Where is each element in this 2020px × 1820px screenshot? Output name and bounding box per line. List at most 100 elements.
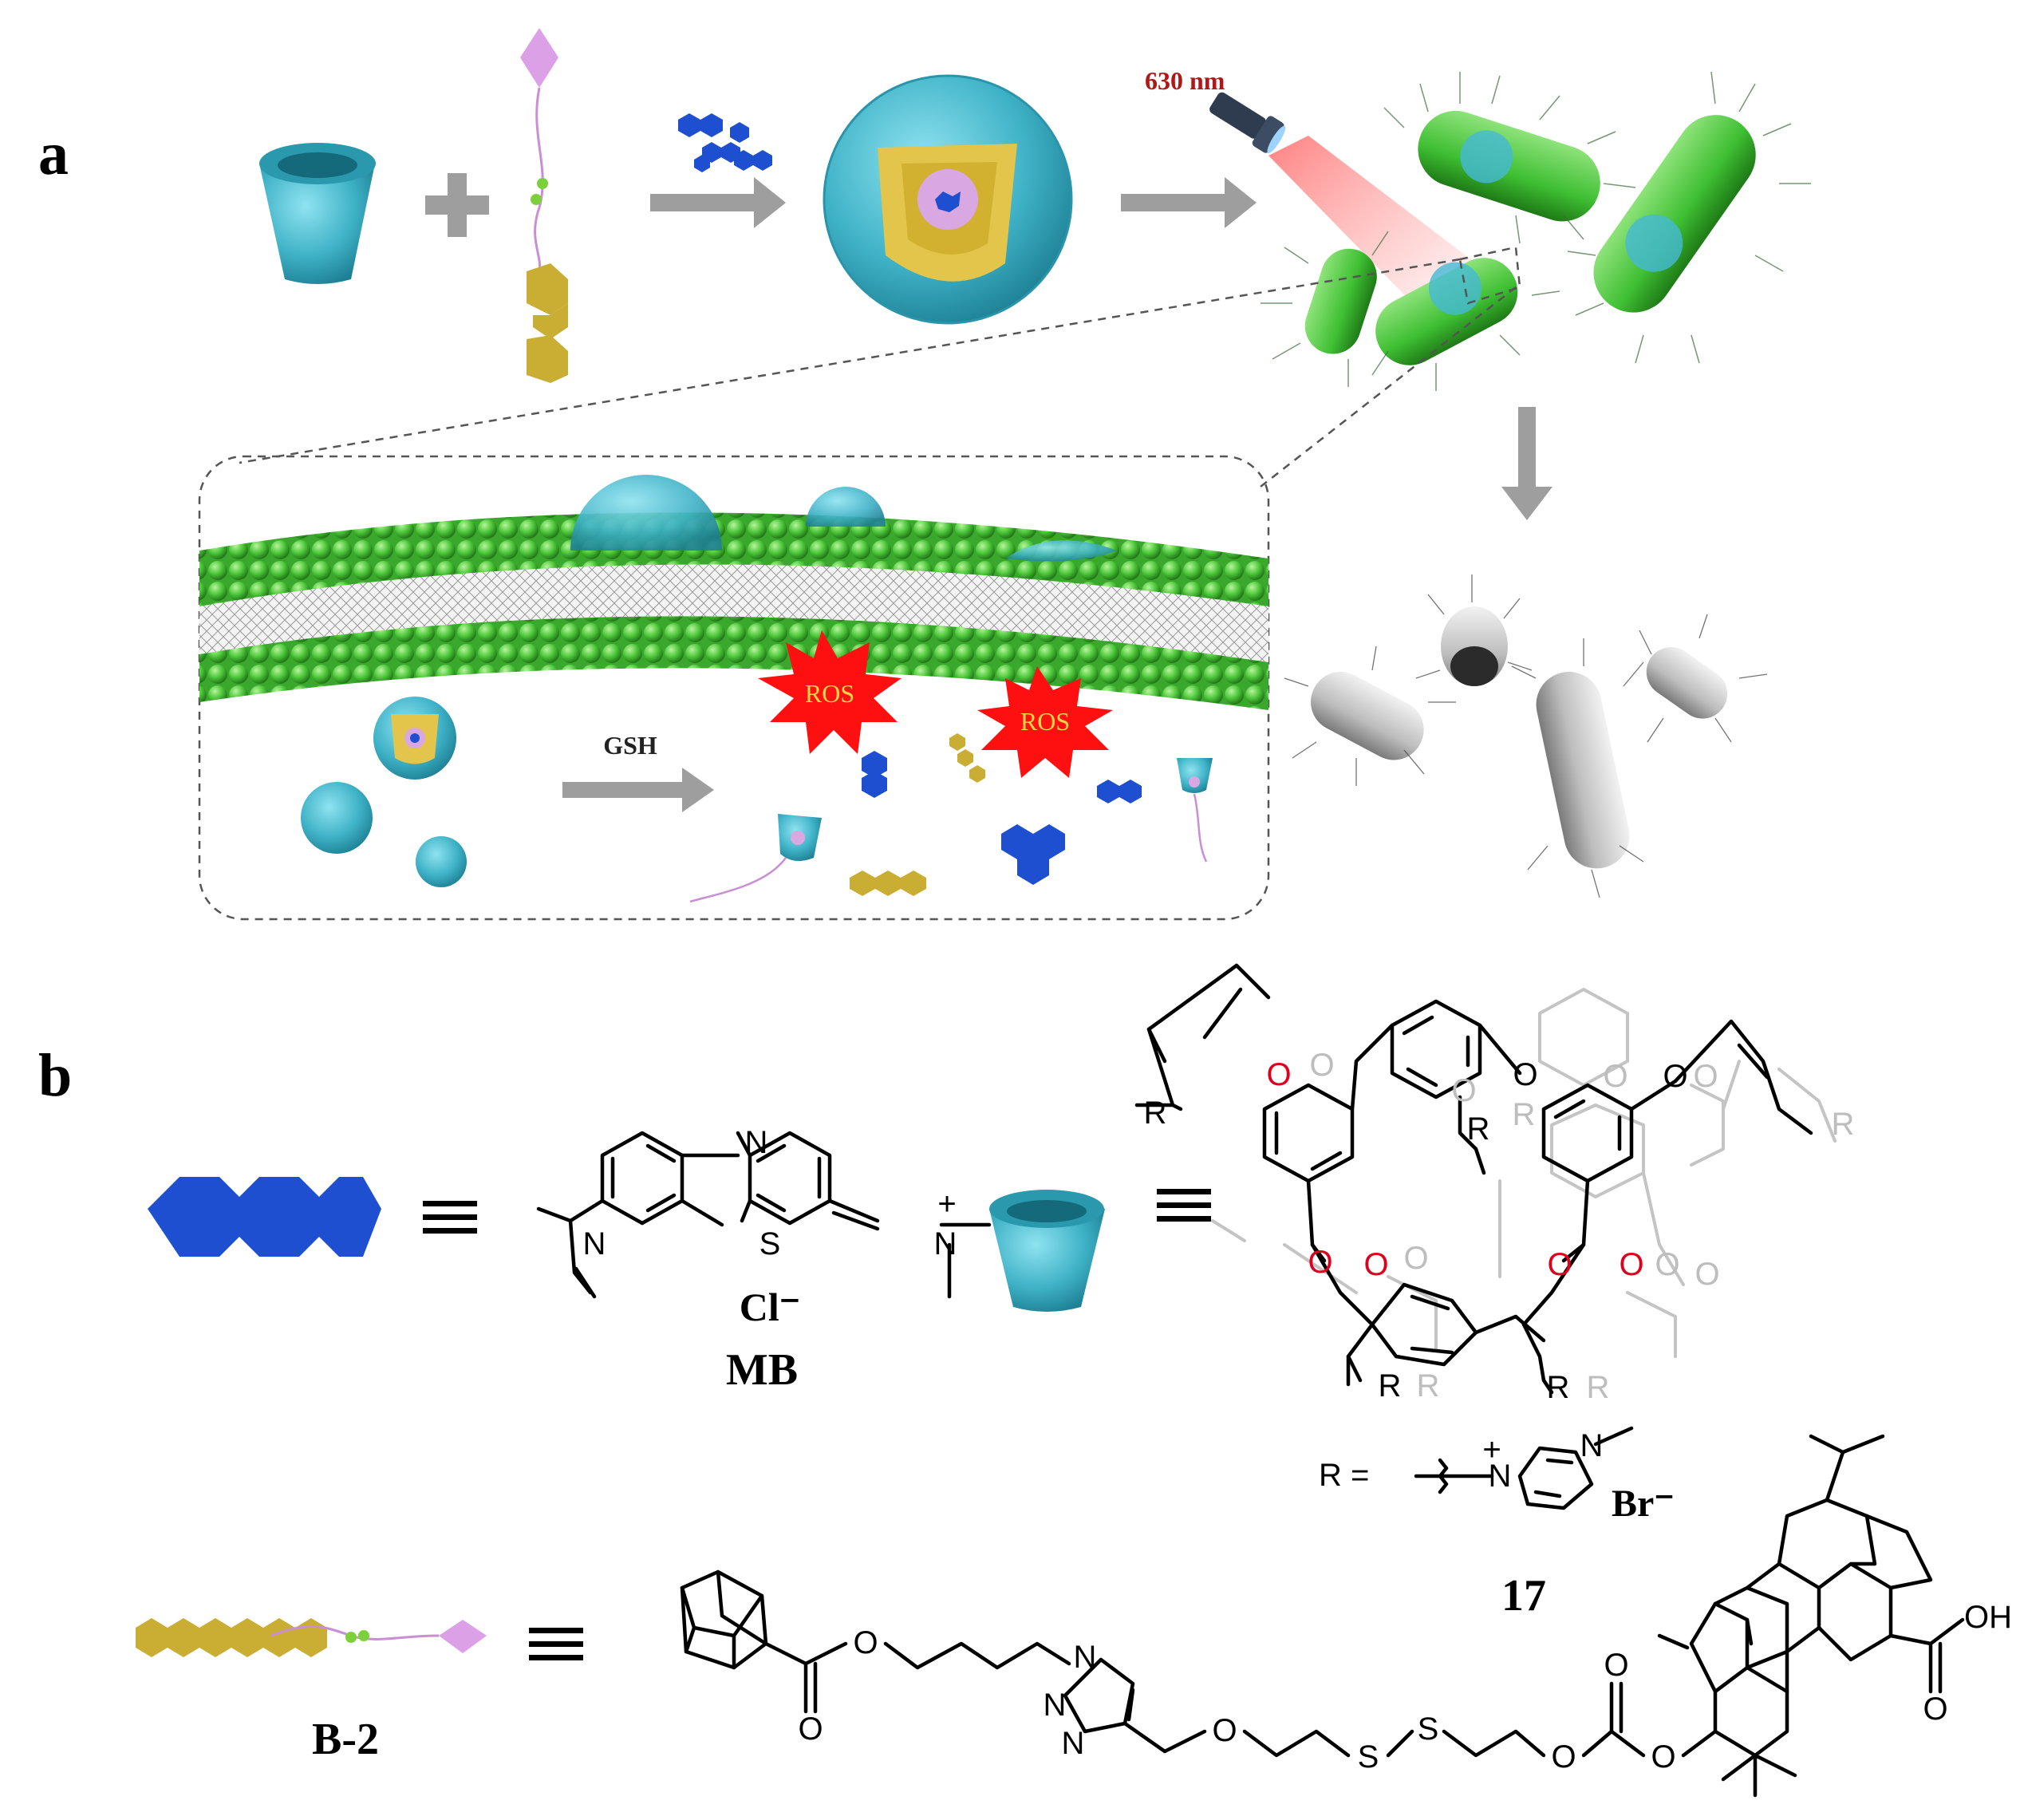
svg-text:R: R (1547, 1370, 1570, 1405)
mb-symbol-icon (148, 1177, 381, 1257)
svg-text:+: + (937, 1186, 956, 1222)
svg-text:S: S (759, 1226, 781, 1261)
svg-text:O: O (1266, 1057, 1291, 1092)
bacteria-live-group (1261, 71, 1811, 391)
intracellular-vesicle (416, 836, 467, 887)
equiv-symbol (1157, 1189, 1211, 1222)
svg-text:O: O (1604, 1648, 1628, 1683)
b2-structure: O O N N N O S S O O O O OH (680, 1434, 2012, 1798)
svg-text:Cl⁻: Cl⁻ (740, 1285, 800, 1329)
fused-particles (570, 475, 1117, 562)
svg-text:R: R (1467, 1111, 1490, 1147)
bacterium-live (1418, 110, 1600, 222)
svg-text:N: N (1044, 1688, 1067, 1723)
svg-text:O: O (1451, 1073, 1476, 1108)
svg-text:MB: MB (726, 1345, 798, 1395)
svg-text:O: O (1923, 1692, 1947, 1727)
light-beam (1268, 136, 1476, 319)
svg-text:O: O (1619, 1247, 1643, 1282)
r-group-definition: R = N + N Br⁻ 17 (1319, 1426, 1675, 1621)
bacterium-dead (1646, 647, 1728, 719)
svg-text:OH: OH (1964, 1600, 2012, 1635)
svg-text:17: 17 (1501, 1571, 1546, 1621)
svg-text:O: O (1603, 1059, 1627, 1094)
host-17-structure: O O O O O O O O O O O O O O R R R R R R … (1134, 963, 1855, 1405)
svg-text:O: O (1403, 1241, 1428, 1276)
svg-text:R =: R = (1319, 1458, 1369, 1493)
zoom-guide-lines (239, 246, 1521, 488)
gsh-arrow: GSH (562, 731, 714, 812)
process-arrow-1 (650, 177, 786, 228)
ros-burst-2: ROS (977, 666, 1113, 778)
svg-text:R: R (1379, 1368, 1402, 1403)
svg-text:O: O (1695, 1257, 1719, 1292)
equiv-symbol (529, 1628, 583, 1660)
host-cup-icon (259, 143, 376, 284)
dye-cluster-icon (678, 113, 772, 172)
svg-text:R: R (1417, 1368, 1440, 1403)
svg-text:O: O (1308, 1245, 1332, 1280)
bacterium-live (1593, 115, 1756, 313)
bacteria-pili (1284, 574, 1768, 898)
lipid-bilayer (199, 512, 1268, 710)
host-cup-icon (989, 1190, 1105, 1312)
amphiphile-guest-icon (520, 28, 568, 383)
bacterium-dead (1441, 606, 1508, 686)
light-wavelength-label: 630 nm (1145, 66, 1225, 95)
svg-text:O: O (1651, 1739, 1675, 1775)
svg-text:GSH: GSH (603, 731, 657, 760)
svg-text:ROS: ROS (1020, 707, 1070, 736)
svg-text:N: N (583, 1226, 606, 1261)
svg-text:O: O (1309, 1048, 1334, 1083)
svg-text:O: O (1363, 1247, 1388, 1282)
svg-text:N: N (1074, 1640, 1097, 1675)
process-arrow-down (1501, 407, 1552, 520)
svg-text:R: R (1832, 1107, 1855, 1142)
released-host-cups (689, 758, 1213, 903)
svg-text:O: O (1212, 1713, 1237, 1748)
svg-text:O: O (1551, 1739, 1576, 1775)
svg-text:N: N (1489, 1459, 1512, 1494)
b2-name: B-2 (312, 1715, 379, 1764)
bacteria-dead-group (1284, 574, 1768, 898)
mb-structure: N S N N + Cl⁻ MB (536, 1125, 992, 1395)
svg-text:Br⁻: Br⁻ (1612, 1482, 1675, 1525)
svg-text:O: O (1513, 1057, 1537, 1092)
intracellular-nanoparticle (373, 697, 456, 780)
intracellular-vesicle (301, 782, 373, 854)
released-dye-molecules (862, 751, 1142, 885)
bacterium-live (1304, 248, 1377, 354)
flashlight-icon (1209, 92, 1286, 154)
svg-text:+: + (1482, 1432, 1501, 1467)
panel-b-label: b (38, 1042, 72, 1109)
bacterium-live (1375, 258, 1518, 365)
supramolecular-nanoparticle (823, 74, 1073, 325)
svg-text:R: R (1513, 1097, 1536, 1132)
svg-text:O: O (1693, 1059, 1718, 1094)
svg-text:O: O (1663, 1059, 1687, 1094)
svg-text:ROS: ROS (805, 679, 854, 708)
svg-text:S: S (1418, 1711, 1439, 1747)
svg-text:N: N (1062, 1726, 1085, 1761)
bacteria-pili (1261, 71, 1811, 391)
svg-text:N: N (934, 1226, 957, 1261)
svg-text:O: O (798, 1711, 823, 1747)
svg-text:O: O (1655, 1247, 1679, 1282)
svg-text:S: S (1358, 1739, 1379, 1775)
process-arrow-2 (1121, 177, 1257, 228)
svg-text:N: N (1580, 1428, 1604, 1463)
bacterium-dead (1536, 672, 1630, 869)
svg-text:R: R (1144, 1096, 1167, 1131)
released-guest-fragments (850, 733, 985, 896)
ros-burst-1: ROS (758, 630, 902, 754)
b2-symbol-icon (136, 1618, 487, 1657)
equiv-symbol (423, 1201, 477, 1234)
bacterium-dead (1311, 671, 1424, 760)
svg-text:R: R (1587, 1370, 1610, 1405)
svg-text:O: O (853, 1625, 878, 1660)
panel-a-label: a (38, 120, 69, 188)
svg-text:N: N (745, 1125, 768, 1160)
svg-text:O: O (1547, 1247, 1572, 1282)
plus-icon (425, 173, 489, 237)
